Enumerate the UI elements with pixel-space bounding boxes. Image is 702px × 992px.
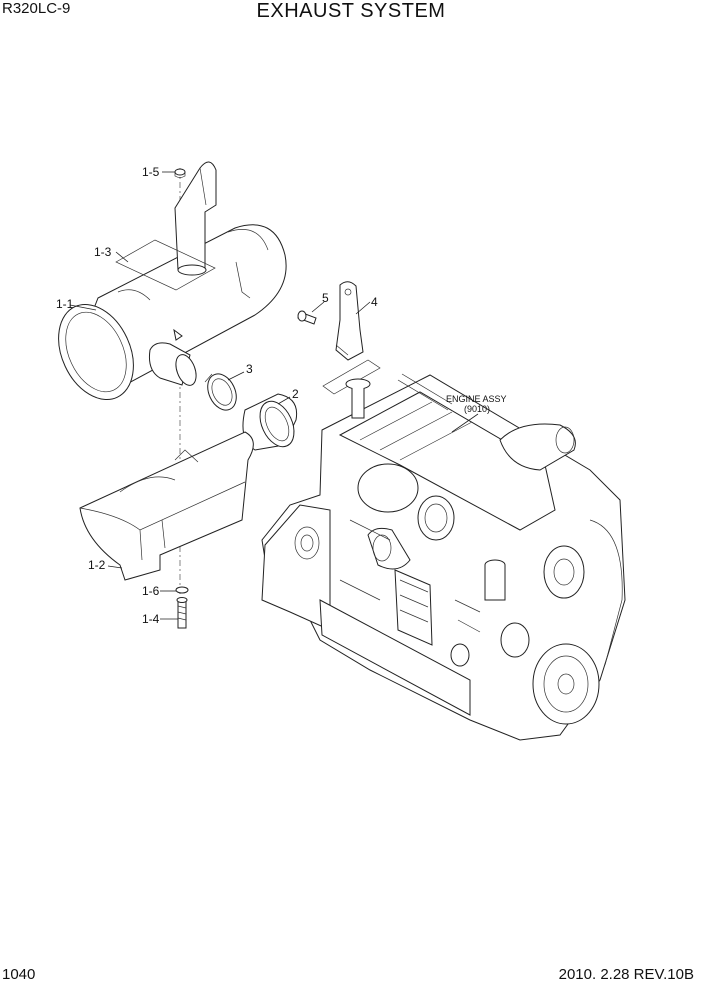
page-number: 1040 (2, 966, 36, 983)
callout-1-4: 1-4 (142, 612, 160, 626)
leader-lines (69, 171, 479, 620)
bracket-outline (115, 239, 216, 291)
callout-1-2: 1-2 (88, 558, 106, 572)
callout-1-6: 1-6 (142, 584, 160, 598)
callout-4: 4 (371, 295, 378, 309)
nut-1-5 (174, 168, 186, 178)
exhaust-pipe (242, 393, 298, 451)
bolt-1-4 (176, 597, 188, 629)
mounting-bracket (322, 281, 381, 395)
callout-5: 5 (322, 291, 329, 305)
engine-assy-label: ENGINE ASSY (446, 394, 507, 404)
callout-1-5: 1-5 (142, 165, 160, 179)
callout-1-1: 1-1 (56, 297, 74, 311)
clamp (204, 373, 237, 411)
revision-date: 2010. 2.28 REV.10B (558, 966, 694, 983)
engine-assy (261, 373, 626, 741)
page-title: EXHAUST SYSTEM (256, 0, 446, 22)
muffler-outlet (149, 342, 197, 386)
callout-3: 3 (246, 362, 253, 376)
muffler (58, 224, 287, 401)
model-code: R320LC-9 (2, 0, 71, 17)
heat-cover (79, 431, 254, 581)
bolt-5 (297, 310, 317, 325)
washer-1-6 (175, 586, 189, 594)
callout-2: 2 (292, 387, 299, 401)
callout-1-3: 1-3 (94, 245, 112, 259)
engine-assy-ref: (9010) (464, 404, 490, 414)
tail-pipe (174, 161, 217, 276)
